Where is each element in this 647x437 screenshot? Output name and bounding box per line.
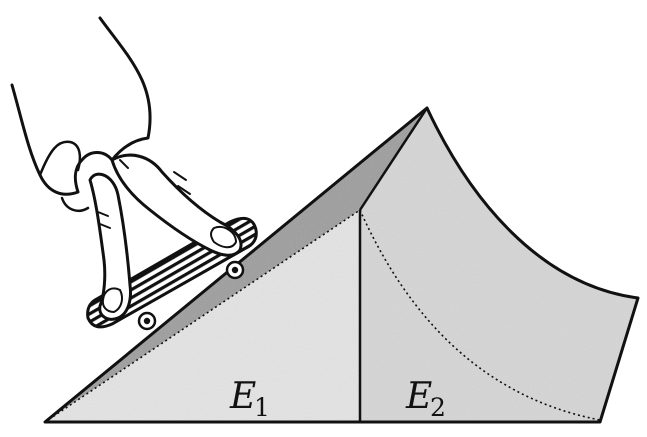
- hand-icon: [10, 16, 243, 321]
- hand-finger-detail-5: [119, 159, 129, 169]
- ramp-front-edge: [358, 107, 429, 211]
- fingerboard-wheel-front: [225, 260, 245, 280]
- region-e2-face: [360, 108, 638, 422]
- hand-index-nail: [101, 287, 123, 313]
- hidden-edge-slope: [44, 209, 361, 423]
- hidden-edge-curve: [359, 209, 601, 421]
- hand-finger-detail-3: [97, 211, 109, 217]
- region-e1-face: [45, 210, 360, 422]
- fingerboard-wheel-back: [137, 311, 157, 331]
- hand-curled-finger-1: [38, 140, 82, 177]
- region-label-e1-sub: 1: [254, 393, 270, 422]
- hand-finger-index: [88, 172, 132, 321]
- hand-finger-detail-2: [177, 185, 191, 195]
- ramp-outline: [43, 106, 640, 424]
- region-label-e1-letter: E: [229, 376, 256, 417]
- hand-finger-detail-4: [99, 223, 111, 229]
- hand-finger-middle: [110, 153, 243, 257]
- region-label-e2-sub: 2: [430, 393, 446, 422]
- region-label-e1: E 1: [229, 376, 270, 422]
- hand-middle-nail: [210, 226, 237, 249]
- hand-finger-detail-1: [173, 171, 187, 181]
- region-label-e2: E 2: [405, 376, 446, 422]
- hand-curled-finger-2: [60, 196, 90, 212]
- region-label-e2-letter: E: [405, 376, 432, 417]
